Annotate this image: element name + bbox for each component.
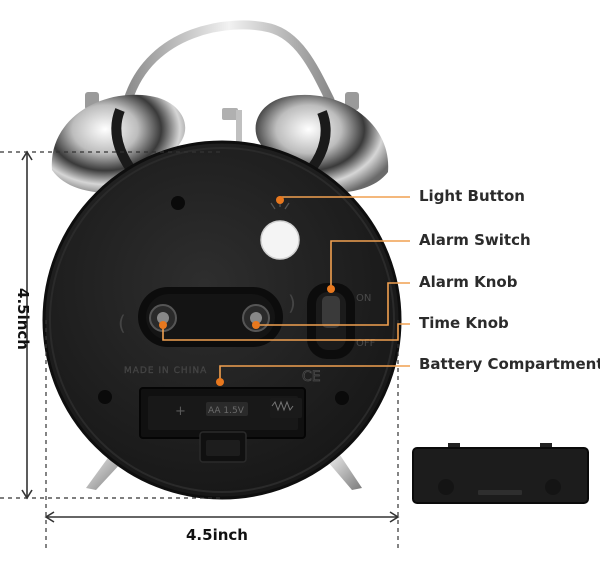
ce-mark: CE — [302, 369, 321, 385]
clock-handle — [123, 20, 335, 105]
screw-hole — [98, 390, 112, 404]
callout-dot-alarm-knob — [252, 321, 260, 329]
callout-dot-light-button — [276, 196, 284, 204]
battery-plus-label: + — [175, 404, 186, 419]
arrow-left-mark: ( — [118, 311, 126, 335]
height-dimension — [0, 150, 220, 500]
callout-dot-alarm-switch — [327, 285, 335, 293]
alarm-switch[interactable] — [307, 283, 355, 359]
light-button[interactable] — [260, 220, 300, 260]
width-dimension-label: 4.5inch — [186, 526, 248, 544]
knob-recess — [138, 287, 283, 347]
callout-label-light-button: Light Button — [419, 187, 525, 205]
switch-off-label: OFF — [356, 338, 376, 349]
screw-hole — [335, 391, 349, 405]
callout-dot-time-knob — [159, 321, 167, 329]
arrow-right-mark: ) — [288, 291, 296, 315]
width-dimension — [44, 320, 400, 552]
switch-on-label: ON — [356, 293, 371, 304]
left-leg — [86, 455, 122, 490]
battery-type-label: AA 1.5V — [208, 406, 245, 416]
callout-line-time-knob — [162, 323, 410, 341]
callout-label-battery-compartment: Battery Compartment — [419, 355, 600, 373]
callout-label-alarm-knob: Alarm Knob — [419, 273, 518, 291]
made-in-label: MADE IN CHINA — [124, 366, 207, 376]
right-leg — [328, 455, 362, 490]
callout-label-alarm-switch: Alarm Switch — [419, 231, 531, 249]
callout-dots — [159, 196, 335, 386]
callout-line-alarm-knob — [256, 282, 410, 326]
callout-dot-battery — [216, 378, 224, 386]
callout-line-battery — [219, 365, 410, 382]
battery-cover — [412, 443, 589, 504]
screw-hole — [171, 196, 185, 210]
bell-hammer — [222, 108, 242, 152]
callout-line-alarm-switch — [330, 240, 410, 289]
callout-label-time-knob: Time Knob — [419, 314, 509, 332]
time-knob[interactable] — [149, 304, 177, 332]
height-dimension-label: 4.5inch — [13, 288, 32, 350]
battery-compartment[interactable] — [139, 387, 306, 463]
